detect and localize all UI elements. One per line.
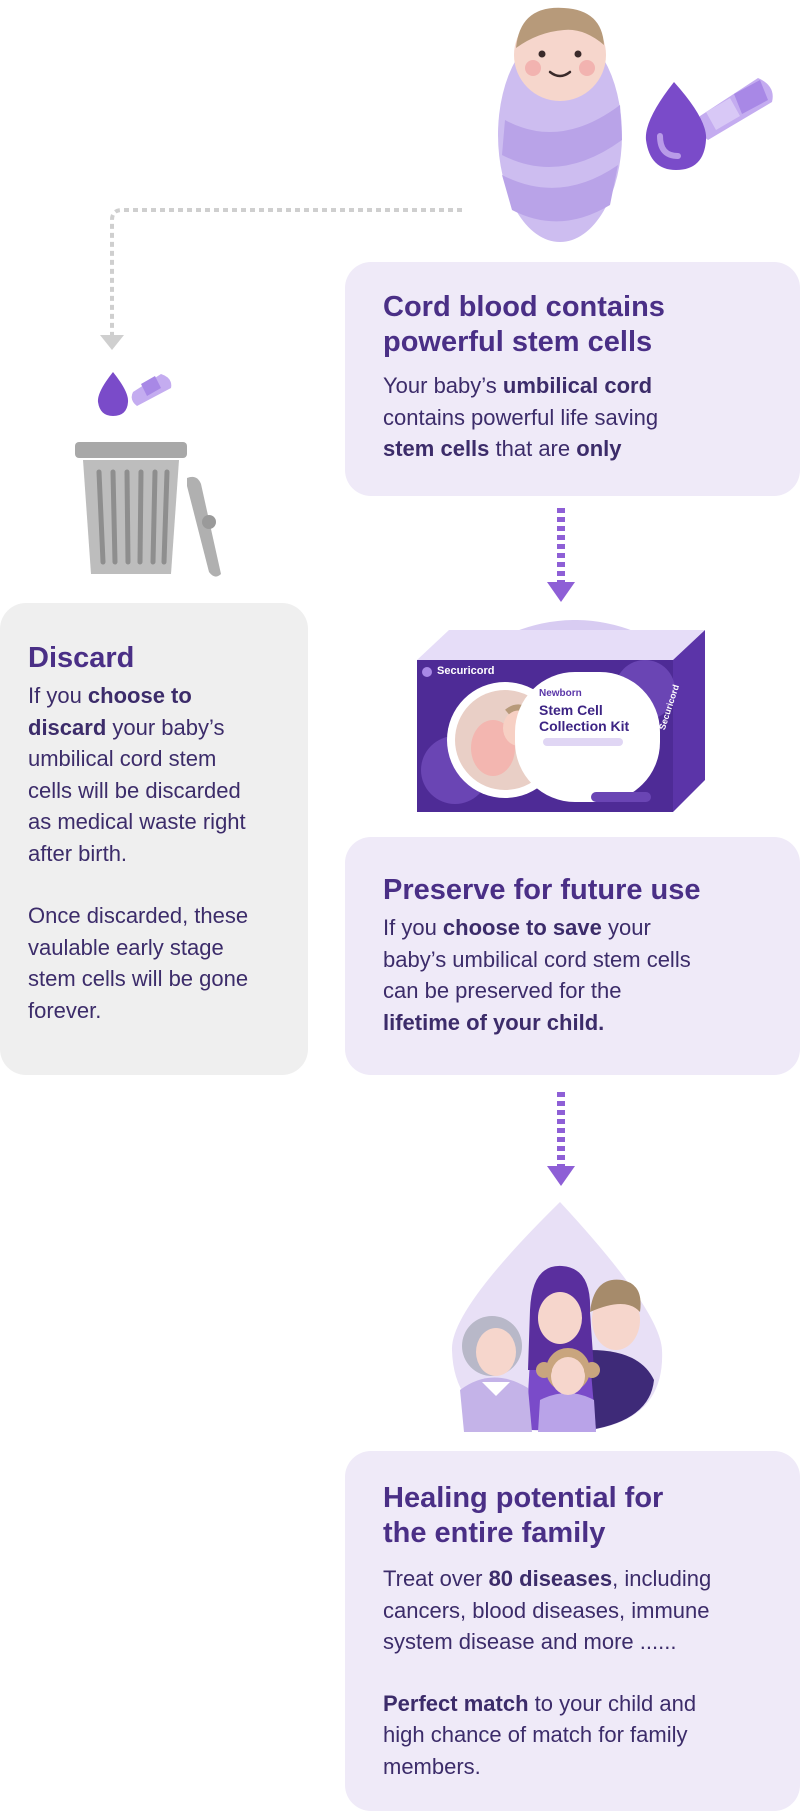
kit-brand-label: Securicord (437, 665, 495, 677)
discard-description: If you choose to discard your baby’s umb… (28, 683, 246, 866)
flow-arrow-down (546, 1092, 576, 1187)
family-illustration (440, 1200, 670, 1435)
healing-card: Healing potential for the entire family … (345, 1451, 800, 1811)
cord-blood-title: Cord blood contains powerful stem cells (383, 291, 665, 358)
healing-match: Perfect match to your child and high cha… (383, 1690, 697, 1779)
blood-drop-cord-icon (638, 70, 778, 180)
discard-card: Discard If you choose to discard your ba… (0, 603, 308, 1075)
kit-newborn-label: Newborn (539, 688, 582, 699)
preserve-card: Preserve for future use If you choose to… (345, 837, 800, 1075)
small-blood-drop-icon (95, 370, 175, 420)
discard-path-connector (100, 200, 470, 360)
preserve-title: Preserve for future use (383, 874, 701, 906)
trash-can-icon (75, 438, 235, 578)
flow-arrow-down (546, 508, 576, 603)
preserve-description: If you choose to save your baby’s umbili… (383, 915, 691, 1035)
discard-title: Discard (28, 642, 135, 674)
cord-blood-card: Cord blood contains powerful stem cells … (345, 262, 800, 496)
discard-warning: Once discarded, these vaulable early sta… (28, 903, 249, 1023)
swaddled-baby-illustration (480, 0, 640, 245)
healing-description: Treat over 80 diseases, including cancer… (383, 1566, 712, 1654)
healing-title: Healing potential for the entire family (383, 1482, 664, 1549)
cord-blood-description: Your baby’s umbilical cord contains powe… (383, 373, 659, 461)
